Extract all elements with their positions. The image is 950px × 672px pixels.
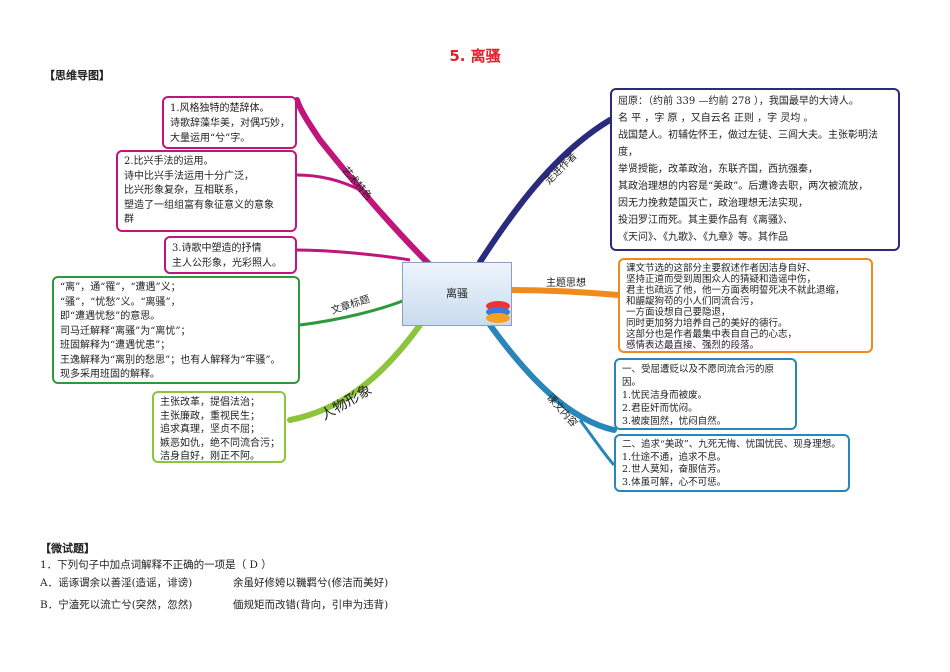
art-box-3: 3.诗歌中塑造的抒情主人公形象，光彩照人。 xyxy=(164,236,297,274)
art-box-2: 2.比兴手法的运用。诗中比兴手法运用十分广泛，比兴形象复杂，互相联系，塑造了一组… xyxy=(116,150,297,232)
center-node-label: 离骚 xyxy=(446,287,468,300)
connector-content xyxy=(487,322,617,433)
connector-art xyxy=(294,97,433,268)
connector-author xyxy=(477,117,613,265)
connector-title xyxy=(299,298,406,327)
connector-art-3 xyxy=(296,248,411,262)
author-box: 屈原：（约前 339 —约前 278 ），我国最早的大诗人。名 平 ，字 原 ，… xyxy=(610,88,900,251)
quiz-question: 1．下列句子中加点词解释不正确的一项是（ D ） xyxy=(40,559,272,571)
art-box-1: 1.风格独特的楚辞体。诗歌辞藻华美，对偶巧妙，大量运用“兮”字。 xyxy=(162,96,297,149)
quiz-option-b-1: B．宁溘死以流亡兮(突然，忽然) xyxy=(40,599,193,611)
content-box-2: 二、追求“美政”、九死无悔、忧国忧民、现身理想。1.仕途不通，追求不息。2.世人… xyxy=(614,434,850,492)
page-title: 5. 离骚 xyxy=(449,47,501,65)
quiz-option-a-2: 余虽好修姱以鞿羁兮(修洁而美好) xyxy=(233,577,389,589)
quiz-option-a-1: A．谣诼谓余以善淫(造谣，诽谤) xyxy=(40,577,193,589)
branch-label-theme: 主题思想 xyxy=(546,278,586,289)
mindmap-section-label: 【思维导图】 xyxy=(44,69,110,82)
character-box: 主张改革，提倡法治；主张廉政，重视民生；追求真理，坚贞不屈；嫉恶如仇，绝不同流合… xyxy=(152,391,286,463)
theme-box: 课文节选的这部分主要叙述作者因洁身自好、坚持正道而受到周围众人的猜疑和造谣中伤，… xyxy=(618,258,873,353)
connector-theme xyxy=(507,287,621,298)
connector-art-2 xyxy=(296,173,361,192)
center-node: 离骚 xyxy=(402,262,512,326)
connector-content-2 xyxy=(578,419,616,467)
connector-character xyxy=(287,322,423,423)
content-box-1: 一、受屈遭贬以及不愿同流合污的原因。1.忧民洁身而被废。2.君臣奸而忧闷。3.被… xyxy=(614,358,797,430)
title-explain-box: “离”，通“罹”，“遭遇”义；“骚”，“忧愁”义。“离骚”，即“遭遇忧愁”的意思… xyxy=(52,276,300,384)
quiz-section-label: 【微试题】 xyxy=(40,542,95,555)
center-decoration-icon xyxy=(486,301,510,323)
quiz-option-b-2: 偭规矩而改错(背向，引申为违背) xyxy=(233,599,389,611)
